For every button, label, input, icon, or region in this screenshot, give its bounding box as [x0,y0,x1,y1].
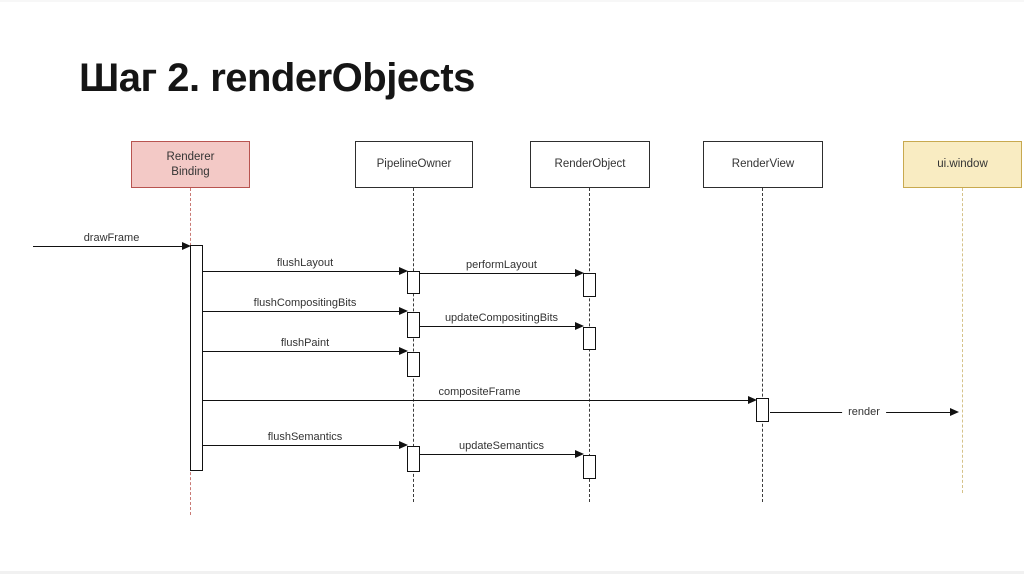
arrow-line [33,246,184,248]
participant-label: Renderer Binding [166,150,215,178]
activation-pipeline-owner-flushsemantics [407,446,420,472]
arrowhead [399,267,408,276]
participant-label: RenderObject [554,158,626,171]
message-label: flushSemantics [267,431,343,443]
activation-render-object-updatecompositingbits [583,327,596,350]
message-label: performLayout [466,259,537,271]
arrowhead [399,307,408,316]
arrowhead [575,450,584,459]
participant-label: ui.window [937,158,988,171]
participant-pipeline-owner: PipelineOwner [355,141,473,188]
activation-pipeline-owner-flushcompositingbits [407,312,420,338]
message-label: updateCompositingBits [444,312,559,324]
arrow-line [420,273,577,275]
arrow-line [203,445,401,447]
arrow-line [203,271,401,273]
participant-label: RenderView [731,158,795,171]
arrow-line [203,351,401,353]
arrowhead [575,322,584,331]
participant-renderer-binding: Renderer Binding [131,141,250,188]
arrowhead [748,396,757,405]
participant-label: PipelineOwner [376,158,452,171]
arrow-line [420,454,577,456]
message-label: flushPaint [280,337,330,349]
message-label: flushCompositingBits [253,297,357,309]
arrowhead [575,269,584,278]
participant-ui-window: ui.window [903,141,1022,188]
activation-render-object-performlayout [583,273,596,297]
arrow-line [203,311,401,313]
arrowhead [950,408,959,417]
slide-title: Шаг 2. renderObjects [79,56,475,100]
activation-renderer-binding [190,245,203,471]
message-label: render [842,406,886,418]
arrowhead [399,441,408,450]
message-label: drawFrame [83,232,140,244]
activation-render-object-updatesemantics [583,455,596,479]
lifeline-pipeline-owner [413,188,414,502]
message-label: compositeFrame [438,386,521,398]
activation-pipeline-owner-flushpaint [407,352,420,377]
arrow-line [203,400,750,402]
arrow-line [420,326,577,328]
participant-render-object: RenderObject [530,141,650,188]
activation-pipeline-owner-flushlayout [407,271,420,294]
message-label: flushLayout [276,257,334,269]
message-label: updateSemantics [459,440,544,452]
lifeline-ui-window [962,188,963,493]
arrowhead [399,347,408,356]
activation-render-view-compositeframe [756,398,769,422]
slide-bottom-edge [0,571,1024,574]
slide-top-edge [0,0,1024,2]
participant-render-view: RenderView [703,141,823,188]
arrowhead [182,242,191,251]
lifeline-render-view [762,188,763,502]
